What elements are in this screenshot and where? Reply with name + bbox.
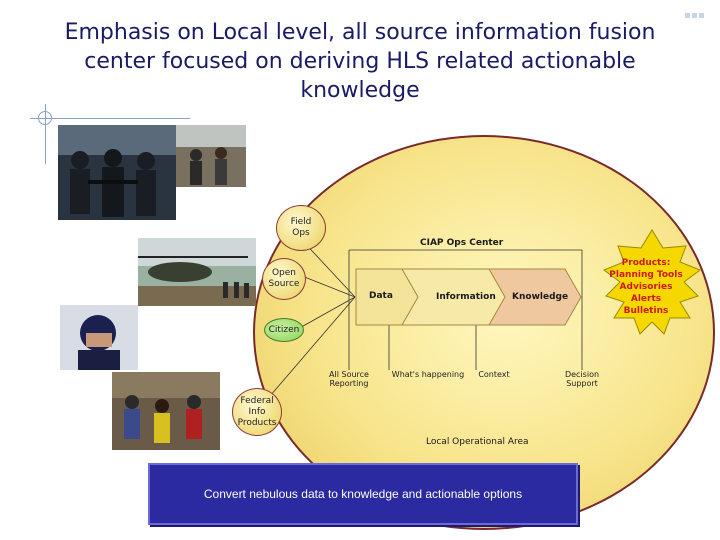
- title-line-1: Emphasis on Local level, all source info…: [64, 20, 656, 45]
- stage-data-label: Data: [369, 291, 393, 301]
- summary-banner-text: Convert nebulous data to knowledge and a…: [203, 487, 523, 501]
- federal-label-1: Federal: [240, 395, 274, 406]
- decorative-circle: [38, 111, 52, 125]
- helicopter-image: [138, 238, 256, 306]
- federal-label-3: Products: [237, 417, 277, 428]
- stage-knowledge-label: Knowledge: [512, 292, 569, 302]
- all-source-line-1: All Source: [329, 370, 369, 379]
- products-burst-shape: [602, 229, 702, 335]
- open-source-label-2: Source: [268, 279, 300, 289]
- riot-officer-photo: [60, 305, 138, 370]
- police-team-photo: [58, 125, 176, 220]
- decorative-horizontal-line: [30, 118, 190, 119]
- crowd-image: [112, 372, 220, 450]
- field-ops-label-2: Ops: [292, 228, 310, 238]
- products-line-2: Planning Tools: [609, 270, 683, 280]
- connector-citizen: [295, 296, 356, 331]
- connector-open-source: [301, 275, 356, 298]
- products-burst-text: Products: Planning Tools Advisories Aler…: [598, 257, 694, 317]
- federal-label-2: Info: [248, 406, 266, 417]
- street-scene-image: [176, 125, 246, 187]
- decorative-vertical-line: [45, 104, 46, 164]
- corner-decoration: [684, 4, 714, 18]
- citizen-label: Citizen: [268, 325, 300, 335]
- decision-line-1: Decision: [564, 370, 600, 379]
- stage-information-label: Information: [436, 292, 496, 302]
- field-ops-label-1: Field: [290, 217, 312, 227]
- ops-center-label: CIAP Ops Center: [420, 238, 504, 248]
- police-team-image: [58, 125, 176, 220]
- decision-line-2: Support: [566, 379, 598, 388]
- helicopter-photo: [138, 238, 256, 306]
- local-operational-area-label: Local Operational Area: [426, 437, 529, 447]
- citizen-oval: Citizen: [264, 318, 304, 342]
- street-scene-photo: [176, 125, 246, 187]
- whats-happening-label: What's happening: [391, 370, 465, 379]
- title-line-3: knowledge: [300, 78, 420, 103]
- all-source-reporting-label: All Source Reporting: [324, 370, 374, 388]
- riot-officer-image: [60, 305, 138, 370]
- context-label: Context: [478, 370, 510, 379]
- slide-title: Emphasis on Local level, all source info…: [40, 18, 680, 105]
- products-line-4: Alerts: [630, 294, 662, 304]
- stage-knowledge-chevron: [488, 268, 582, 326]
- products-line-1: Products:: [621, 258, 671, 268]
- products-line-5: Bulletins: [623, 306, 669, 316]
- crowd-photo: [112, 372, 220, 450]
- all-source-line-2: Reporting: [329, 379, 369, 388]
- open-source-label-1: Open: [271, 268, 297, 278]
- connector-federal: [257, 296, 356, 411]
- decision-support-label: Decision Support: [560, 370, 604, 388]
- title-line-2: center focused on deriving HLS related a…: [84, 49, 636, 74]
- summary-banner: Convert nebulous data to knowledge and a…: [148, 463, 578, 525]
- products-line-3: Advisories: [619, 282, 673, 292]
